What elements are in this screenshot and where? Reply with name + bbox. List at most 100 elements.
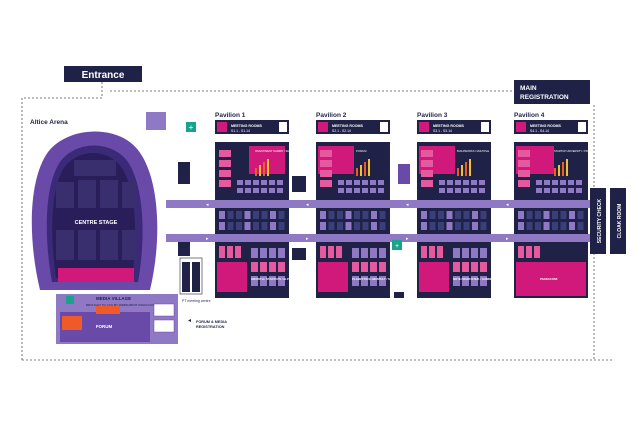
stand	[462, 262, 469, 272]
stand	[462, 276, 469, 286]
svg-text:+: +	[395, 243, 399, 250]
stand	[379, 262, 386, 272]
stand	[455, 188, 461, 193]
centre-stage-label: CENTRE STAGE	[75, 220, 118, 226]
svg-text:+: +	[189, 123, 194, 132]
stand	[569, 211, 575, 219]
pink-room	[227, 246, 233, 258]
stand	[577, 211, 584, 219]
stand	[352, 248, 359, 258]
stand	[429, 211, 436, 219]
stand	[269, 180, 275, 185]
meeting-rooms-range: S2.1 - S2.14	[332, 129, 351, 133]
stand	[253, 180, 259, 185]
zone-label-a: PODIUM	[356, 149, 366, 153]
stand	[278, 222, 285, 230]
stand	[371, 222, 377, 230]
pink-room	[328, 246, 334, 258]
stand	[361, 276, 368, 286]
stand	[462, 248, 469, 258]
stand	[354, 188, 360, 193]
pink-room	[219, 160, 231, 167]
arena-name: Altice Arena	[30, 119, 68, 126]
stand	[438, 211, 444, 219]
cloak-room: CLOAK ROOM	[610, 188, 626, 254]
svg-text:▸: ▸	[406, 236, 409, 242]
accent-bar	[554, 168, 556, 176]
accent-bar	[558, 165, 560, 176]
stand	[328, 211, 335, 219]
pink-room	[421, 180, 433, 187]
zone-label-a: STARTUP UNIVERSITY / PREVIEW	[554, 149, 597, 153]
stand	[362, 180, 368, 185]
arena-annex	[146, 112, 166, 130]
info-icon	[279, 122, 287, 132]
stand	[543, 211, 550, 219]
pink-room	[235, 246, 241, 258]
svg-text:▸: ▸	[306, 236, 309, 242]
stand	[480, 248, 487, 258]
stand	[261, 180, 267, 185]
stand	[526, 222, 533, 230]
stand	[261, 222, 268, 230]
meeting-rooms-label: MEETING ROOMS	[332, 124, 364, 128]
corridors: ◂◂◂◂ ▸▸▸▸	[166, 200, 594, 242]
stand	[552, 188, 558, 193]
stand	[269, 188, 275, 193]
stand	[270, 222, 276, 230]
stand	[577, 222, 584, 230]
stand	[379, 276, 386, 286]
stand	[518, 222, 524, 230]
stand	[269, 276, 276, 286]
stand	[453, 276, 460, 286]
lower-feature-zone	[318, 262, 348, 292]
connector-block-3	[398, 164, 410, 184]
stand	[320, 211, 326, 219]
stand	[251, 276, 258, 286]
stand	[421, 211, 427, 219]
meeting-rooms-header	[417, 120, 491, 134]
accent-bar	[566, 159, 568, 176]
stand	[543, 222, 550, 230]
pink-room	[336, 246, 342, 258]
stand	[245, 188, 251, 193]
info-icon	[578, 122, 586, 132]
stand	[338, 180, 344, 185]
meeting-rooms-header	[514, 120, 588, 134]
pink-room	[526, 246, 532, 258]
pink-room	[429, 246, 435, 258]
stand	[576, 180, 582, 185]
stand	[370, 188, 376, 193]
stand	[463, 222, 470, 230]
stand	[378, 180, 384, 185]
stand	[576, 188, 582, 193]
pink-room	[518, 160, 530, 167]
pink-room	[518, 150, 530, 157]
wc-block	[394, 292, 404, 298]
meeting-rooms-range: S4.1 - S4.14	[530, 129, 549, 133]
stand	[480, 276, 487, 286]
stand	[446, 222, 453, 230]
stand	[361, 248, 368, 258]
pavilion-title: Pavilion 1	[215, 112, 246, 119]
middle-band	[215, 208, 289, 234]
accent-bar	[267, 159, 269, 176]
stand	[337, 211, 343, 219]
stand	[370, 248, 377, 258]
accent-bar	[469, 159, 471, 176]
pink-room	[437, 246, 443, 258]
stand	[227, 211, 234, 219]
pink-room	[219, 150, 231, 157]
pink-room	[518, 170, 530, 177]
svg-text:PT meeting centre: PT meeting centre	[182, 299, 211, 303]
main-registration: MAIN REGISTRATION	[514, 80, 590, 104]
forum-label: FORUM	[96, 324, 113, 329]
entrance-text: Entrance	[82, 70, 125, 81]
connector-block-2	[292, 248, 306, 260]
stand	[236, 211, 242, 219]
svg-text:◂: ◂	[306, 202, 309, 208]
lower-feature-zone	[419, 262, 449, 292]
lower-corridor	[166, 234, 594, 242]
